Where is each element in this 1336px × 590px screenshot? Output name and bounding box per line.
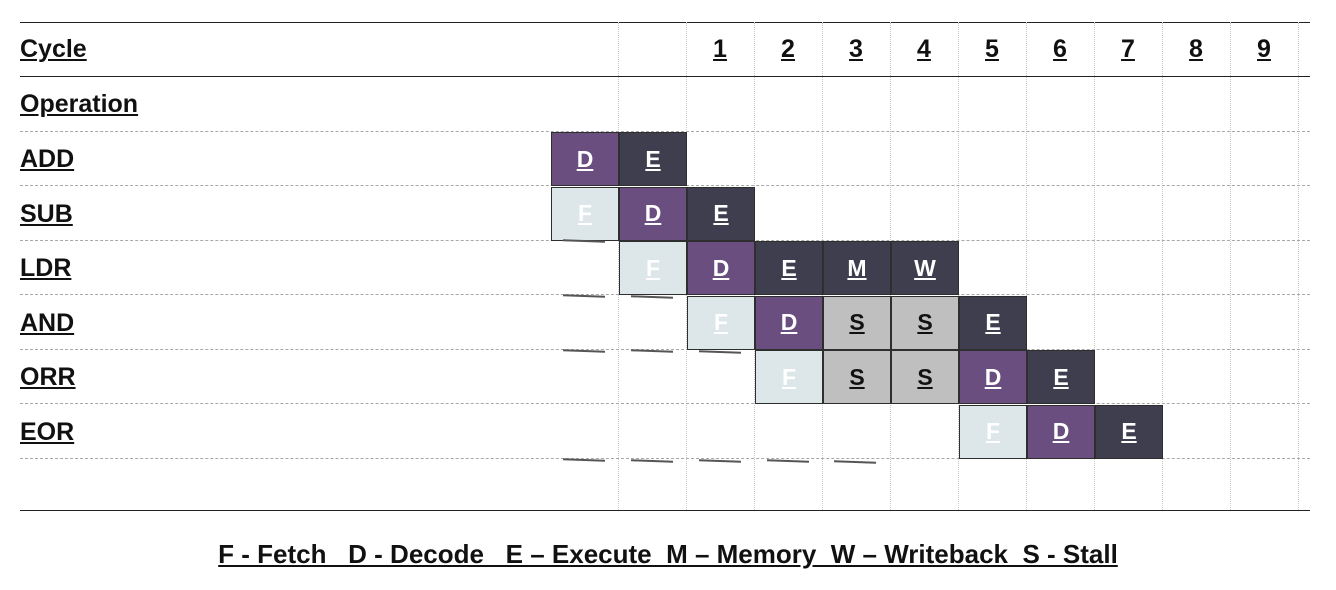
instruction-label: ADD — [20, 145, 75, 173]
stage-cell: S — [891, 350, 959, 404]
column-gridline — [1230, 22, 1231, 510]
pen-stroke — [562, 349, 606, 353]
instruction-label: LDR — [20, 254, 72, 282]
cycle-number: 6 — [1053, 35, 1067, 63]
stage-cell: S — [823, 295, 891, 350]
stage-cell: S — [823, 350, 891, 404]
instruction-label: EOR — [20, 417, 75, 446]
stage-cell: F — [959, 404, 1027, 459]
stage-cell: E — [619, 132, 687, 186]
stage-cell: D — [687, 241, 755, 295]
legend: F - Fetch D - Decode E – Execute M – Mem… — [218, 539, 1118, 569]
row-separator — [20, 349, 1310, 350]
column-gridline — [1094, 22, 1095, 510]
pen-stroke — [698, 350, 742, 354]
stage-cell: E — [959, 295, 1027, 350]
stage-cell: E — [755, 241, 823, 295]
operation-header-label: Operation — [20, 90, 139, 118]
cycle-number: 5 — [985, 35, 999, 63]
instruction-label: AND — [20, 308, 75, 337]
cycle-number: 8 — [1189, 35, 1203, 63]
pen-stroke — [630, 295, 674, 299]
stage-cell: D — [551, 132, 619, 186]
cycle-number: 4 — [917, 35, 931, 63]
stage-cell: D — [619, 186, 687, 241]
stage-cell: M — [823, 241, 891, 295]
bottom-rule — [20, 510, 1310, 511]
stage-cell: F — [619, 241, 687, 295]
cycle-number: 3 — [849, 35, 863, 63]
pen-stroke — [562, 239, 606, 243]
row-separator — [20, 458, 1310, 459]
cycle-header-label: Cycle — [20, 35, 87, 63]
pen-stroke — [562, 294, 606, 298]
stage-cell: D — [959, 350, 1027, 404]
instruction-label: ORR — [20, 363, 76, 391]
row-separator — [20, 403, 1310, 404]
column-gridline — [618, 22, 619, 510]
pen-stroke — [562, 458, 606, 462]
stage-cell: W — [891, 241, 959, 295]
top-rule — [20, 22, 1310, 23]
stage-cell: E — [1027, 350, 1095, 404]
stage-cell: F — [687, 295, 755, 350]
cycle-number: 2 — [781, 35, 795, 63]
stage-cell: D — [755, 295, 823, 350]
instruction-label: SUB — [20, 199, 73, 228]
column-gridline — [1298, 22, 1299, 510]
stage-cell: S — [891, 295, 959, 350]
cycle-number: 7 — [1121, 35, 1135, 63]
pen-stroke — [698, 459, 742, 463]
stage-cell: E — [687, 186, 755, 241]
cycle-number: 9 — [1257, 35, 1271, 63]
pen-stroke — [833, 460, 877, 464]
column-gridline — [1026, 22, 1027, 510]
column-gridline — [1162, 22, 1163, 510]
stage-cell: F — [551, 186, 619, 241]
pen-stroke — [630, 349, 674, 353]
row-separator — [20, 240, 1310, 241]
stage-cell: F — [755, 350, 823, 404]
cycle-number: 1 — [713, 35, 727, 63]
stage-cell: D — [1027, 404, 1095, 459]
pen-stroke — [766, 459, 810, 463]
stage-cell: E — [1095, 404, 1163, 459]
header-rule — [20, 76, 1310, 77]
row-separator — [20, 131, 1310, 132]
pen-stroke — [630, 459, 674, 463]
